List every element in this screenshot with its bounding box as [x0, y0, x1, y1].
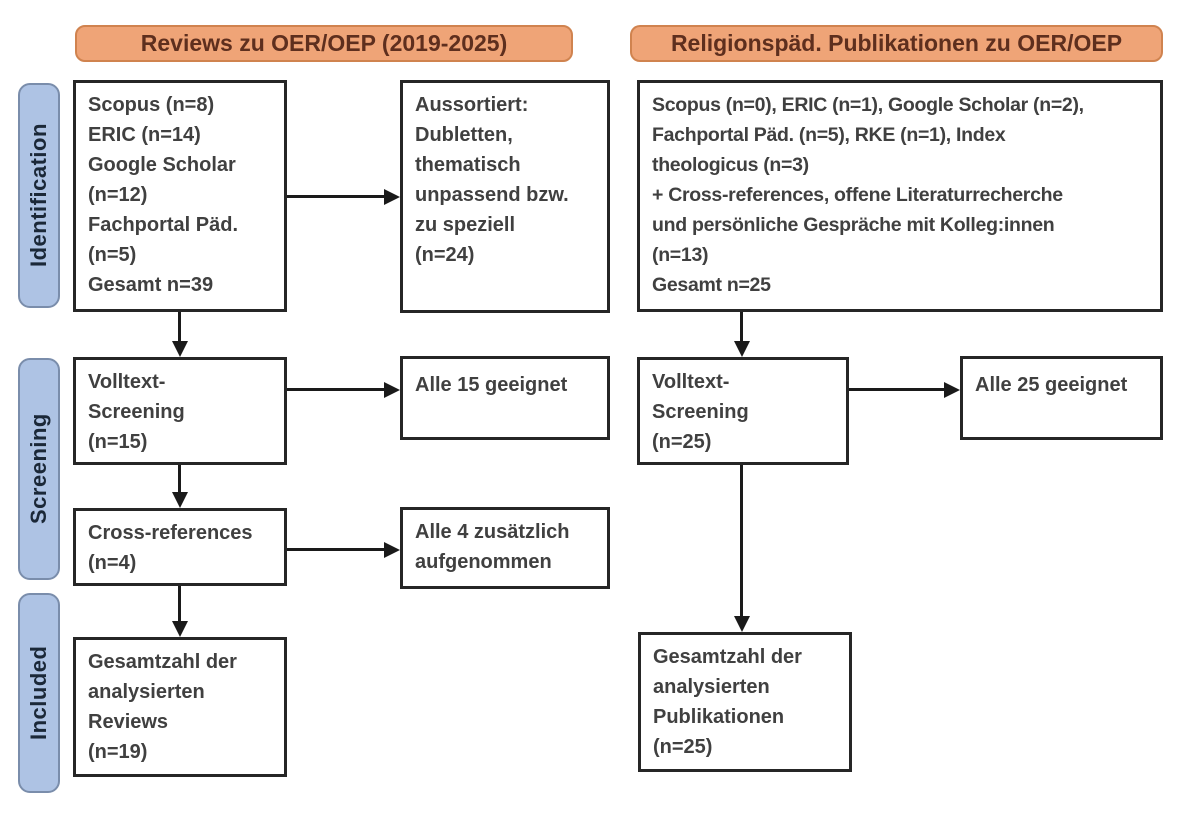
left-crossref-box: Cross-references (n=4) [73, 508, 287, 586]
right-included-box: Gesamtzahl der analysierten Publikatione… [638, 632, 852, 772]
stage-label-identification: Identification [18, 83, 60, 308]
arrow-head [172, 341, 188, 357]
left-crossref-result-box: Alle 4 zusätzlich aufgenommen [400, 507, 610, 589]
arrow-left-crossref-to-included [172, 586, 188, 637]
arrow-head [944, 382, 960, 398]
right-fulltext-screening-box: Volltext- Screening (n=25) [637, 357, 849, 465]
right-sources-box: Scopus (n=0), ERIC (n=1), Google Scholar… [637, 80, 1163, 312]
arrow-right-fulltext-to-included [734, 465, 750, 632]
left-fulltext-result-box: Alle 15 geeignet [400, 356, 610, 440]
arrow-left-fulltext-to-result [287, 382, 400, 398]
arrow-left-sources-to-fulltext [172, 312, 188, 357]
left-excluded-box: Aussortiert: Dubletten, thematisch unpas… [400, 80, 610, 313]
arrow-line [287, 388, 387, 391]
arrow-right-sources-to-fulltext [734, 312, 750, 357]
arrow-line [740, 465, 743, 618]
arrow-line [178, 586, 181, 623]
arrow-left-fulltext-to-crossref [172, 465, 188, 508]
arrow-left-crossref-to-result [287, 542, 400, 558]
arrow-head [734, 616, 750, 632]
arrow-head [172, 492, 188, 508]
right-fulltext-result-box: Alle 25 geeignet [960, 356, 1163, 440]
arrow-line [849, 388, 947, 391]
left-fulltext-screening-box: Volltext- Screening (n=15) [73, 357, 287, 465]
arrow-head [734, 341, 750, 357]
arrow-line [740, 312, 743, 343]
left-sources-box: Scopus (n=8) ERIC (n=14) Google Scholar … [73, 80, 287, 312]
arrow-right-fulltext-to-result [849, 382, 960, 398]
arrow-line [178, 312, 181, 343]
left-column-header: Reviews zu OER/OEP (2019-2025) [75, 25, 573, 62]
stage-label-included: Included [18, 593, 60, 793]
arrow-line [178, 465, 181, 494]
arrow-line [287, 548, 387, 551]
arrow-head [384, 189, 400, 205]
arrow-left-sources-to-excluded [287, 189, 400, 205]
right-column-header: Religionspäd. Publikationen zu OER/OEP [630, 25, 1163, 62]
arrow-head [384, 542, 400, 558]
left-included-box: Gesamtzahl der analysierten Reviews (n=1… [73, 637, 287, 777]
arrow-line [287, 195, 387, 198]
arrow-head [172, 621, 188, 637]
arrow-head [384, 382, 400, 398]
stage-label-screening: Screening [18, 358, 60, 580]
